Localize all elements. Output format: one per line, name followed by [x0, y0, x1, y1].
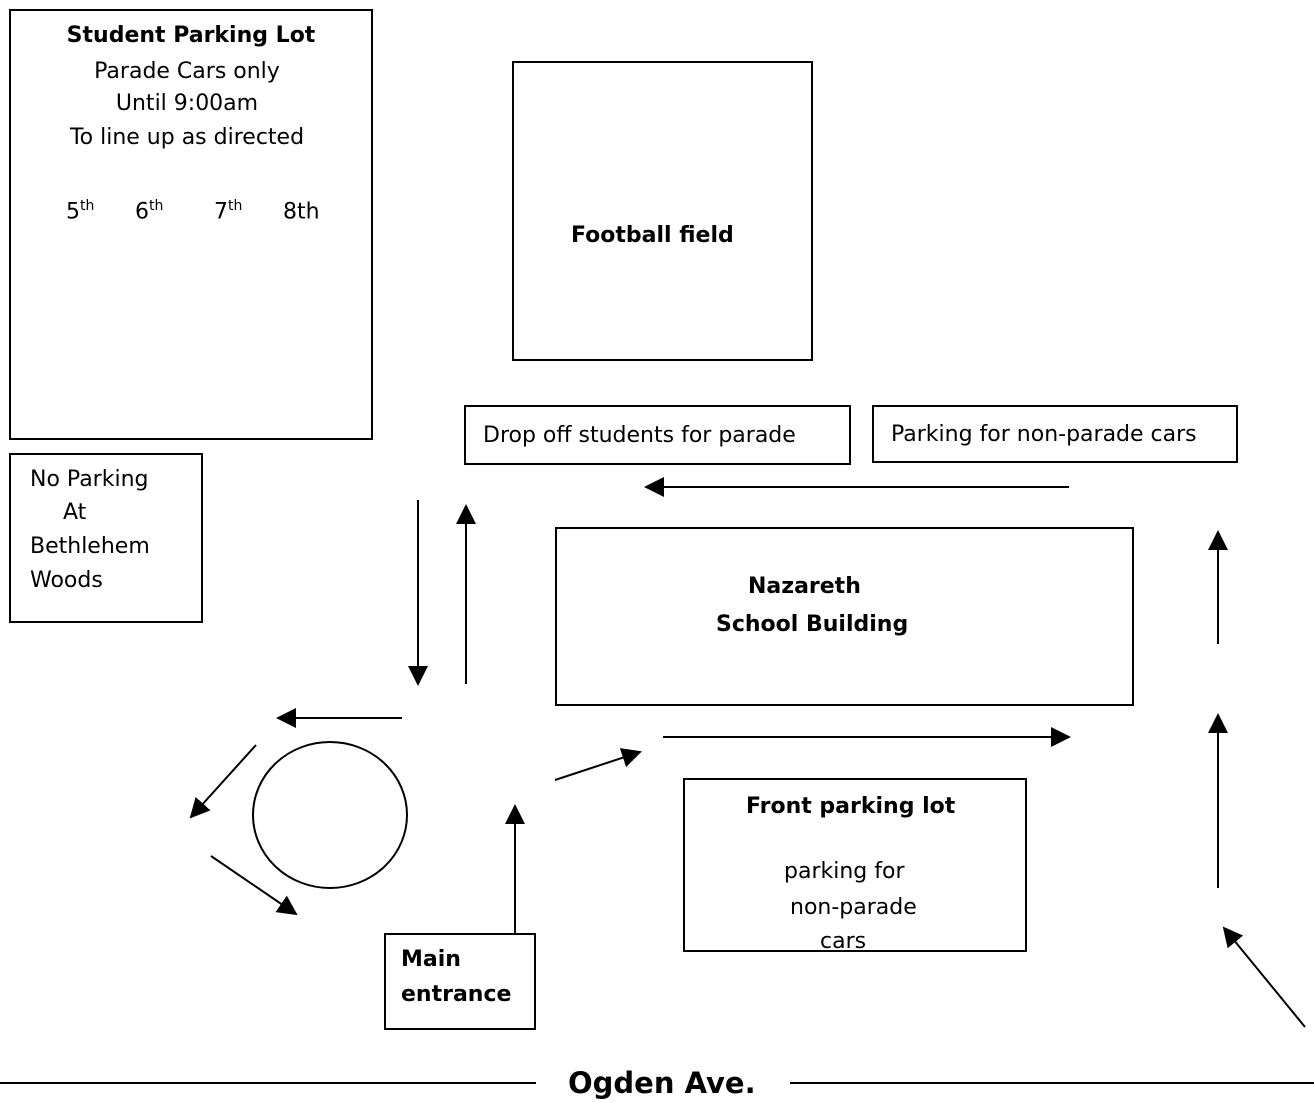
- arrow-diagonal-to-school: [554, 748, 642, 781]
- no-parking-line2: At: [63, 500, 87, 525]
- football-field-label: Football field: [571, 223, 734, 248]
- student-parking-lot: Student Parking Lot Parade Cars only Unt…: [9, 9, 373, 440]
- front-lot-line3: cars: [820, 929, 867, 952]
- student-lot-line1: Parade Cars only: [94, 59, 280, 84]
- grade-label-5th: 5th: [66, 198, 95, 225]
- arrow-diagonal-east-entry: [1222, 926, 1306, 1028]
- non-parade-parking-box: Parking for non-parade cars: [872, 405, 1238, 463]
- drop-off-label: Drop off students for parade: [483, 423, 796, 448]
- arrow-circle-southeast: [210, 855, 298, 916]
- front-parking-lot: Front parking lot parking for non-parade…: [683, 778, 1027, 952]
- roundabout-circle: [252, 741, 408, 889]
- school-building: Nazareth School Building: [555, 527, 1134, 706]
- grade-label-6th: 6th: [135, 198, 164, 225]
- football-field: Football field: [512, 61, 813, 361]
- drop-off-box: Drop off students for parade: [464, 405, 851, 465]
- grade-label-7th: 7th: [214, 198, 243, 225]
- student-lot-line3: To line up as directed: [69, 125, 305, 150]
- school-building-line2: School Building: [716, 612, 909, 637]
- arrow-circle-southwest: [189, 744, 257, 819]
- front-lot-line2: non-parade: [790, 895, 917, 920]
- street-label: Ogden Ave.: [568, 1066, 756, 1100]
- no-parking-line3: Bethlehem: [30, 534, 150, 559]
- no-parking-line1: No Parking: [30, 467, 149, 492]
- grade-label-8th: 8th: [283, 199, 320, 225]
- non-parade-parking-label: Parking for non-parade cars: [891, 422, 1197, 447]
- main-entrance-line2: entrance: [401, 982, 512, 1007]
- main-entrance-box: Main entrance: [384, 933, 536, 1030]
- main-entrance-line1: Main: [401, 947, 461, 972]
- student-lot-title: Student Parking Lot: [66, 23, 316, 48]
- student-lot-line2: Until 9:00am: [115, 91, 259, 116]
- no-parking-line4: Woods: [30, 568, 103, 593]
- no-parking-box: No Parking At Bethlehem Woods: [9, 453, 203, 623]
- front-lot-title: Front parking lot: [746, 794, 956, 819]
- front-lot-line1: parking for: [784, 859, 905, 884]
- school-building-line1: Nazareth: [748, 574, 861, 599]
